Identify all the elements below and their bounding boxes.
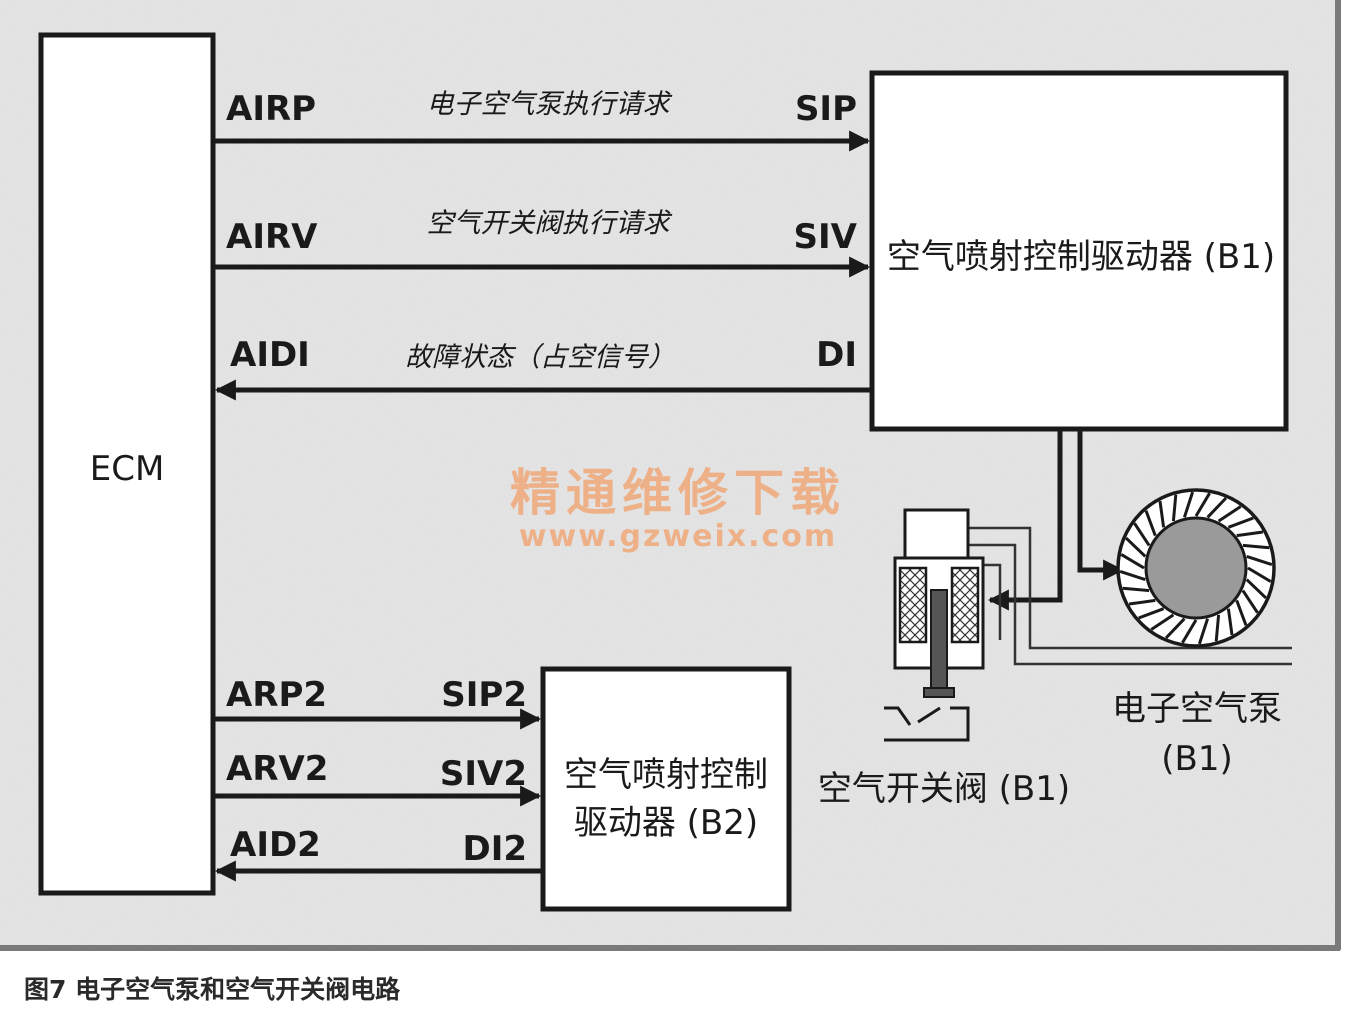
ecm-module: ECM	[38, 32, 216, 896]
di-label: DI	[816, 335, 857, 375]
aid2-label: AID2	[230, 825, 321, 865]
air-pump-label-line1: 电子空气泵	[1112, 689, 1282, 729]
pump-fin	[1171, 494, 1178, 522]
pump-fin	[1128, 598, 1156, 606]
watermark-url: www.gzweix.com	[519, 519, 837, 554]
airp-label: AIRP	[226, 89, 316, 129]
b1-driver-module: 空气喷射控制驱动器 (B1)	[869, 70, 1289, 432]
pump-fin	[1206, 497, 1227, 519]
arp2-label: ARP2	[226, 675, 327, 715]
pump-fin	[1150, 613, 1175, 631]
ecm-label: ECM	[90, 449, 165, 489]
siv2-label: SIV2	[440, 754, 527, 794]
siv-label: SIV	[794, 217, 858, 257]
airv-label: AIRV	[226, 217, 318, 257]
pump-fin	[1165, 617, 1186, 639]
airp-description: 电子空气泵执行请求	[427, 89, 673, 120]
aidi-label: AIDI	[230, 335, 310, 375]
pump-fin	[1197, 618, 1210, 645]
b2-signal-lines: ARP2 SIP2 ARV2 SIV2 AID2 DI2	[213, 675, 543, 882]
pump-fin	[1138, 607, 1165, 620]
b1-driver-label: 空气喷射控制驱动器 (B1)	[887, 237, 1275, 277]
pump-fin	[1194, 492, 1211, 517]
figure-caption: 图7 电子空气泵和空气开关阀电路	[24, 975, 401, 1004]
pump-fin	[1120, 553, 1145, 570]
air-pump-label-line2: (B1)	[1161, 739, 1233, 779]
electric-air-pump-icon	[1116, 488, 1276, 648]
pump-fin	[1182, 491, 1195, 518]
sip2-label: SIP2	[441, 675, 527, 715]
pump-fin	[1235, 599, 1248, 626]
pump-fin	[1125, 537, 1147, 558]
watermark-title: 精通维修下载	[510, 464, 846, 522]
air-switch-valve-icon	[884, 508, 985, 742]
di2-label: DI2	[462, 829, 527, 869]
b2-driver-module: 空气喷射控制 驱动器 (B2)	[540, 666, 792, 912]
pump-fin	[1226, 608, 1234, 636]
airv-description: 空气开关阀执行请求	[427, 208, 673, 239]
aidi-description: 故障状态（占空信号）	[405, 342, 675, 373]
watermark: 精通维修下载 www.gzweix.com	[510, 464, 846, 554]
pump-fin	[1217, 505, 1242, 523]
pump-fin	[1247, 566, 1272, 583]
sip-label: SIP	[795, 89, 857, 129]
pump-fin	[1236, 530, 1264, 538]
pump-fin	[1122, 586, 1150, 593]
pump-fin	[1246, 554, 1273, 567]
b2-driver-label-line2: 驱动器 (B2)	[574, 803, 758, 843]
air-valve-label: 空气开关阀 (B1)	[818, 769, 1070, 809]
pump-fin	[1214, 614, 1221, 642]
b1-signal-lines: AIRP SIP 电子空气泵执行请求 AIRV SIV 空气开关阀执行请求 AI…	[213, 89, 872, 401]
pump-fin	[1181, 619, 1198, 644]
valve-drive-wire	[987, 429, 1063, 611]
pump-fin	[1245, 578, 1267, 599]
b2-driver-label-line1: 空气喷射控制	[564, 755, 768, 795]
component-labels: 电子空气泵 (B1) 空气开关阀 (B1)	[818, 689, 1282, 809]
pump-fin	[1241, 589, 1259, 614]
pump-fin	[1144, 510, 1157, 537]
pump-fin	[1227, 516, 1254, 529]
b1-output-wires	[987, 429, 1125, 611]
pump-drive-wire	[1077, 429, 1125, 581]
arv2-label: ARV2	[226, 749, 328, 789]
pump-fin	[1158, 500, 1166, 528]
pump-fin	[1242, 543, 1270, 550]
pump-fin	[1133, 522, 1151, 547]
pump-fin	[1119, 569, 1146, 582]
